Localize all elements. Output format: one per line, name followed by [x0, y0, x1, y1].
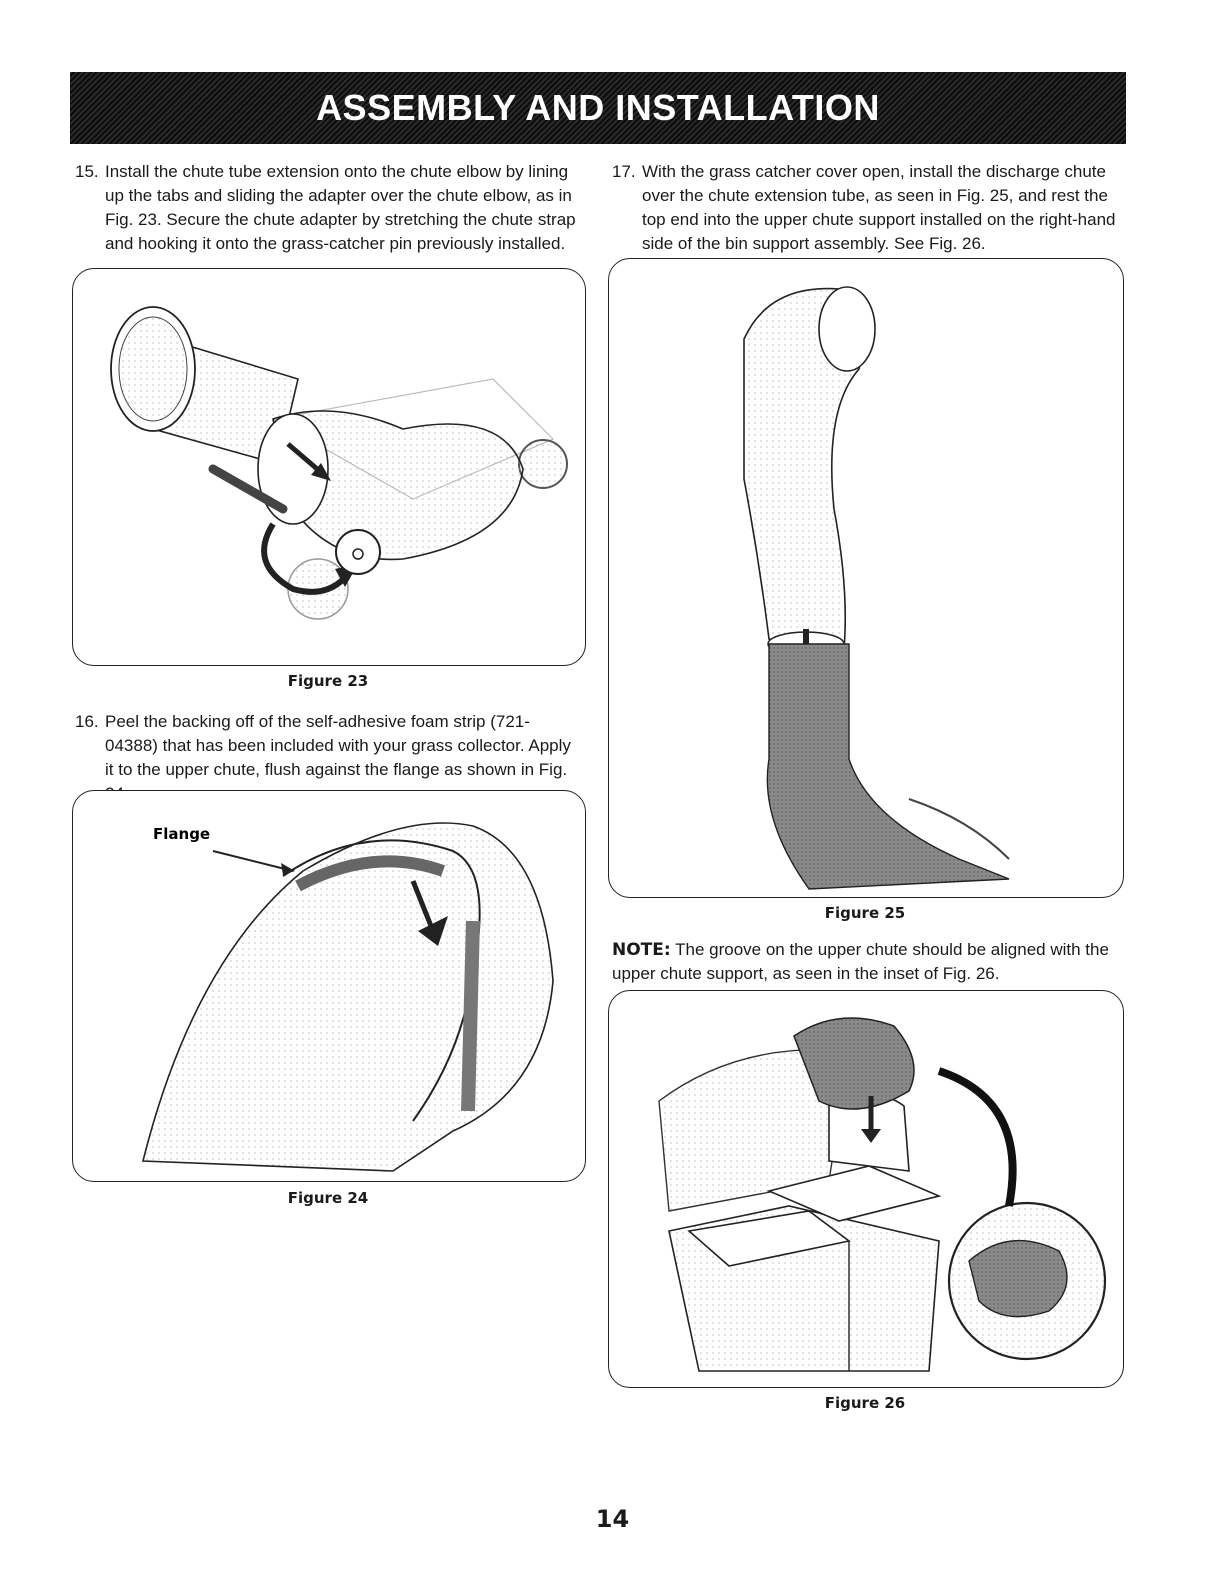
step-number: 17.	[612, 162, 636, 181]
figure-25-illustration	[608, 258, 1124, 898]
section-header-banner: ASSEMBLY AND INSTALLATION	[70, 72, 1126, 144]
figure-26-illustration	[608, 990, 1124, 1388]
note-label: NOTE:	[612, 940, 671, 960]
section-title: ASSEMBLY AND INSTALLATION	[316, 87, 880, 128]
figure-24-caption: Figure 24	[287, 1189, 369, 1207]
figure-26-caption: Figure 26	[824, 1394, 906, 1412]
step-17: 17. With the grass catcher cover open, i…	[612, 160, 1117, 256]
figure-23-illustration	[72, 268, 586, 666]
step-text: Install the chute tube extension onto th…	[105, 162, 576, 253]
upper-chute-flange-drawing: Flange	[141, 822, 554, 1172]
figure-25-caption: Figure 25	[824, 904, 906, 922]
chute-adapter-drawing	[110, 306, 568, 620]
chute-support-bins-drawing	[658, 1017, 1107, 1372]
step-16: 16. Peel the backing off of the self-adh…	[75, 710, 580, 806]
figure-24-illustration: Flange	[72, 790, 586, 1182]
step-15: 15. Install the chute tube extension ont…	[75, 160, 580, 256]
step-number: 15.	[75, 162, 99, 181]
discharge-chute-drawing	[743, 286, 1010, 890]
figure-23-caption: Figure 23	[287, 672, 369, 690]
step-text: Peel the backing off of the self-adhesiv…	[105, 712, 571, 803]
note-text: The groove on the upper chute should be …	[612, 940, 1109, 983]
flange-label: Flange	[153, 825, 210, 843]
step-number: 16.	[75, 712, 99, 731]
page-number: 14	[595, 1505, 630, 1533]
step-text: With the grass catcher cover open, insta…	[642, 162, 1116, 253]
note-paragraph: NOTE: The groove on the upper chute shou…	[612, 938, 1117, 986]
